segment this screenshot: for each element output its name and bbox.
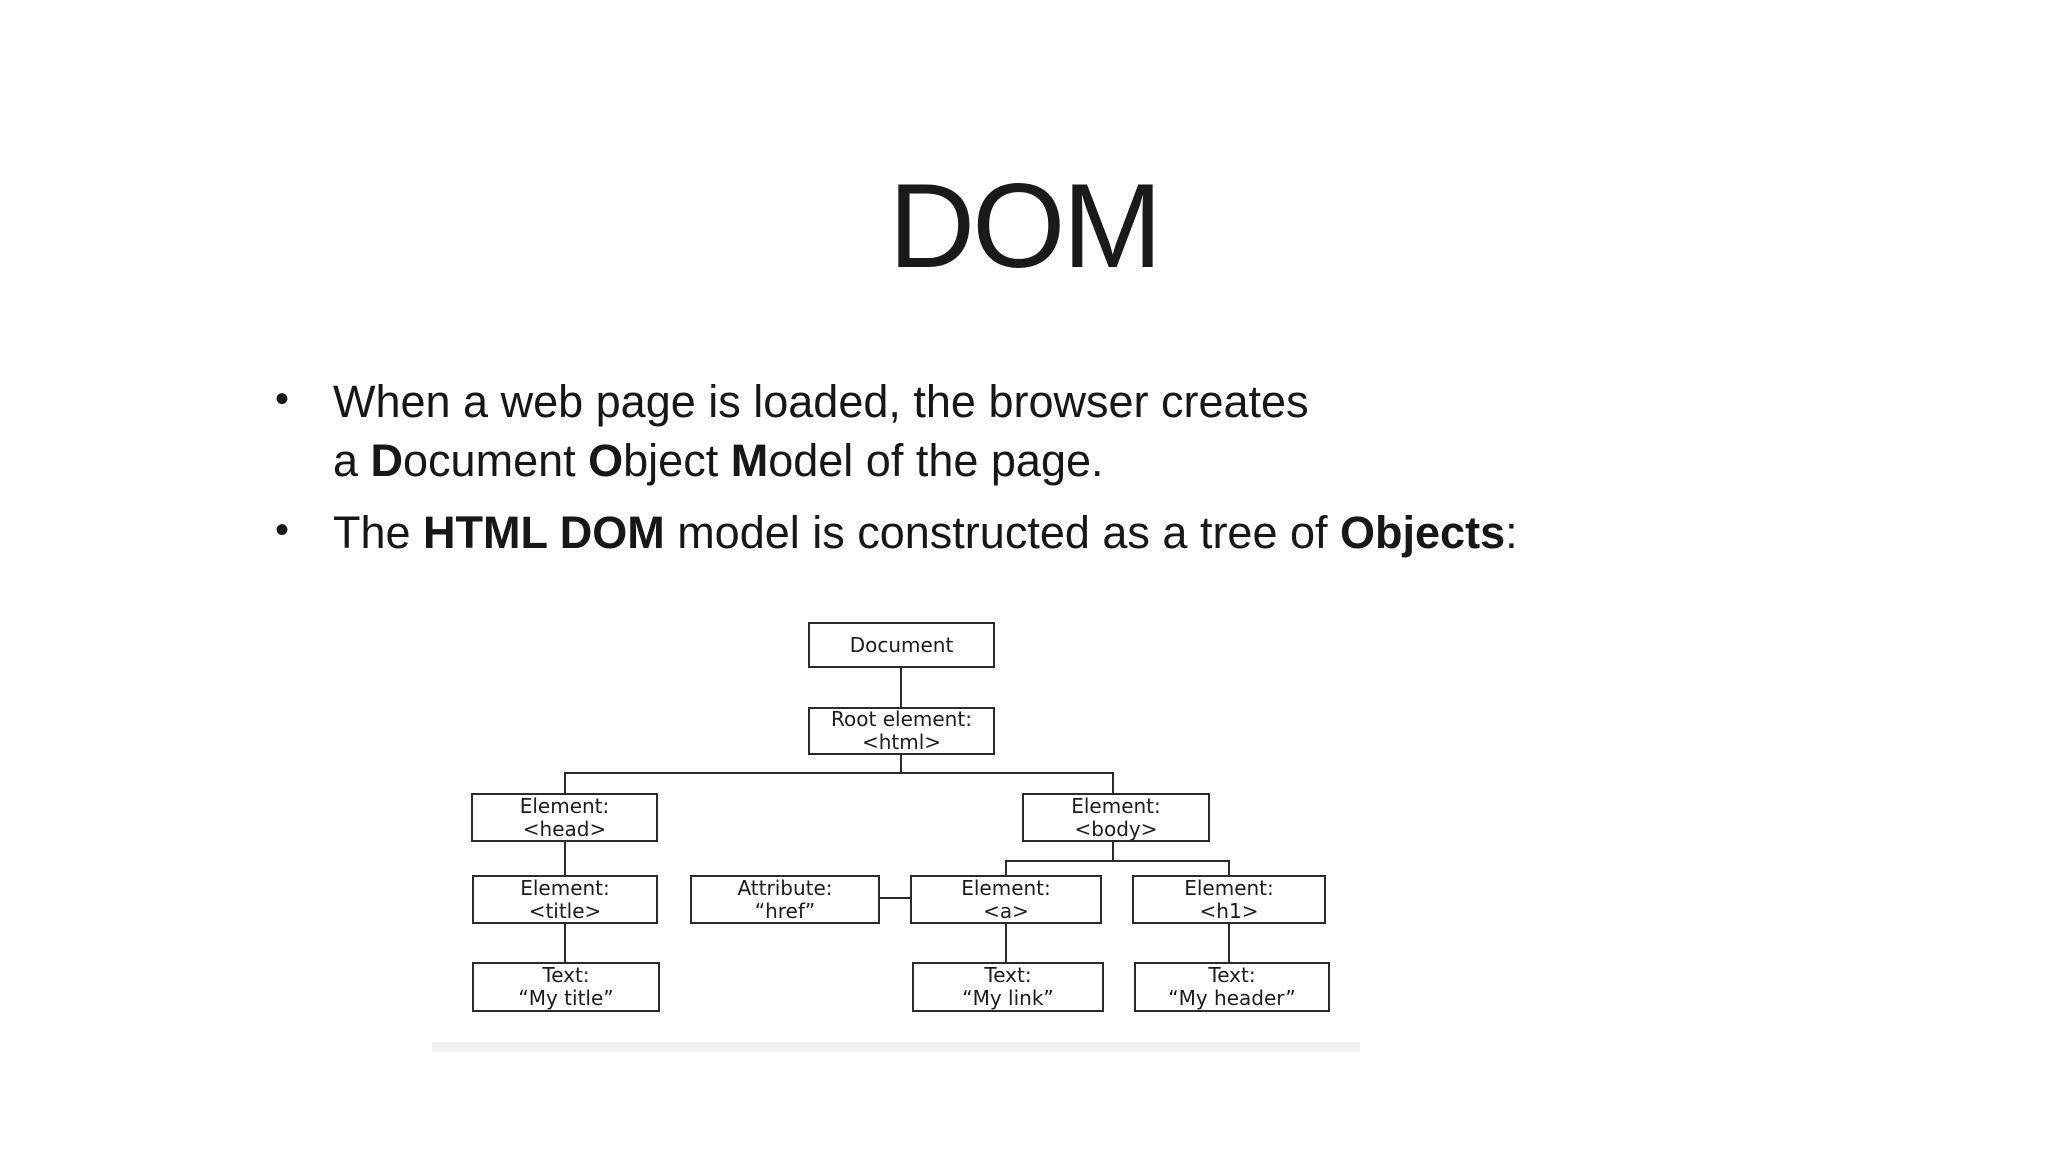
connector-line: [564, 842, 566, 875]
node-label: Text:: [984, 963, 1032, 987]
text-segment-bold: HTML DOM: [423, 507, 665, 558]
tree-node-text-my-title: Text: “My title”: [472, 962, 660, 1012]
node-value: <html>: [861, 730, 942, 754]
connector-line: [1112, 842, 1114, 860]
connector-line: [1005, 860, 1230, 862]
node-label: Element:: [1071, 793, 1161, 818]
node-value: <title>: [528, 898, 602, 923]
node-value: “My link”: [962, 986, 1054, 1010]
connector-line: [564, 772, 566, 793]
text-segment: The: [333, 507, 424, 558]
tree-node-text-my-link: Text: “My link”: [912, 962, 1104, 1012]
bullet-line: a Document Object Model of the page.: [333, 431, 1695, 490]
node-value: “My title”: [518, 986, 614, 1010]
node-value: <head>: [522, 816, 607, 841]
node-label: Element:: [519, 793, 610, 818]
bullet-line: The HTML DOM model is constructed as a t…: [333, 503, 1695, 562]
bullet-text-2: The HTML DOM model is constructed as a t…: [333, 503, 1695, 562]
connector-line: [900, 755, 902, 774]
node-value: <h1>: [1199, 898, 1259, 923]
bullet-marker-icon: •: [275, 508, 290, 552]
connector-line: [900, 668, 902, 707]
connector-line: [564, 772, 1114, 774]
connector-line: [564, 924, 566, 962]
node-label: Text:: [1208, 963, 1256, 987]
tree-node-h1: Element: <h1>: [1132, 875, 1326, 924]
connector-line: [1228, 924, 1230, 962]
text-segment: odel of the page.: [768, 435, 1104, 486]
node-value: <body>: [1074, 816, 1158, 841]
text-segment: a: [333, 435, 371, 486]
connector-line: [1005, 924, 1007, 962]
tree-node-text-my-header: Text: “My header”: [1134, 962, 1330, 1012]
node-label: Element:: [1184, 875, 1274, 900]
tree-node-body: Element: <body>: [1022, 793, 1210, 842]
tree-node-head: Element: <head>: [471, 793, 658, 842]
bullet-line: When a web page is loaded, the browser c…: [333, 372, 1695, 431]
node-value: “My header”: [1168, 986, 1296, 1010]
bullet-list: • When a web page is loaded, the browser…: [275, 372, 1695, 562]
node-label: Element:: [961, 875, 1051, 900]
text-segment: When a web page is loaded, the browser c…: [333, 376, 1309, 427]
node-label: Element:: [520, 875, 610, 900]
text-segment-bold: O: [588, 435, 624, 486]
tree-node-title: Element: <title>: [472, 875, 658, 924]
text-segment: :: [1505, 507, 1518, 558]
node-value: “href”: [754, 898, 816, 923]
tree-node-document: Document: [808, 622, 995, 668]
text-segment-bold: M: [730, 435, 769, 486]
tree-node-root-html: Root element: <html>: [808, 707, 995, 755]
node-label: Document: [849, 632, 954, 657]
bullet-item-2: • The HTML DOM model is constructed as a…: [275, 503, 1695, 562]
footer-gray-bar: [432, 1042, 1360, 1052]
slide-title: DOM: [888, 159, 1163, 293]
node-label: Attribute:: [737, 875, 833, 900]
text-segment: ocument: [403, 435, 589, 486]
connector-line: [1228, 860, 1230, 875]
text-segment-bold: Objects: [1340, 507, 1506, 558]
connector-line: [1005, 860, 1007, 875]
node-value: <a>: [983, 898, 1029, 923]
bullet-marker-icon: •: [275, 377, 290, 421]
text-segment-bold: D: [370, 435, 404, 486]
bullet-text-1: When a web page is loaded, the browser c…: [333, 372, 1695, 490]
node-label: Text:: [542, 963, 590, 987]
tree-node-attribute-href: Attribute: “href”: [690, 875, 880, 924]
connector-line: [1112, 772, 1114, 793]
node-label: Root element:: [831, 707, 972, 731]
text-segment: bject: [623, 435, 731, 486]
bullet-item-1: • When a web page is loaded, the browser…: [275, 372, 1695, 490]
text-segment: model is constructed as a tree of: [664, 507, 1341, 558]
connector-line: [878, 897, 910, 899]
tree-node-a: Element: <a>: [910, 875, 1102, 924]
